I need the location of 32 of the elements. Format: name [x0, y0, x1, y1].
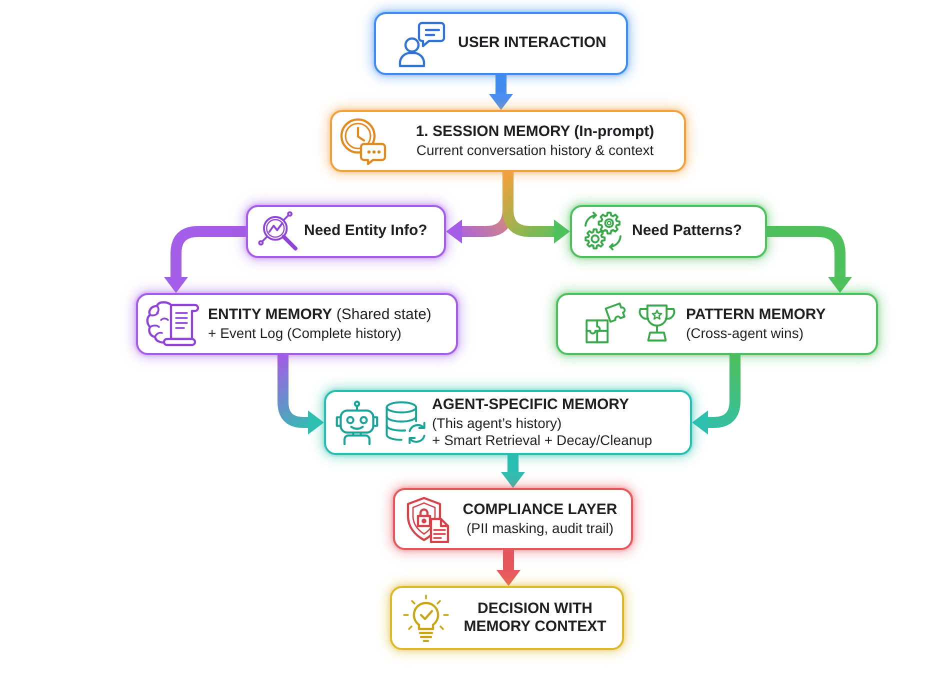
box-title: AGENT-SPECIFIC MEMORY	[432, 396, 630, 415]
arrow	[692, 355, 740, 434]
box-text: + Smart Retrieval + Decay/Cleanup	[432, 432, 654, 449]
process-box	[330, 110, 686, 172]
process-box	[324, 390, 692, 455]
box-title: DECISION WITH MEMORY CONTEXT	[462, 600, 608, 636]
arrow	[502, 172, 570, 244]
arrow	[501, 455, 525, 488]
box-title: Need Entity Info?	[304, 222, 428, 241]
box-title: ENTITY MEMORY (Shared state)	[208, 306, 432, 325]
process-box	[390, 586, 624, 650]
arrow	[489, 75, 513, 110]
process-box	[136, 293, 458, 355]
arrow	[496, 550, 520, 586]
box-title: 1. SESSION MEMORY (In-prompt)	[414, 123, 656, 142]
arrow	[164, 226, 246, 293]
decision-box	[570, 205, 767, 258]
process-box	[374, 12, 628, 75]
process-box	[556, 293, 878, 355]
box-text: (This agent’s history)	[432, 414, 563, 432]
box-text: Current conversation history & context	[415, 142, 655, 159]
arrow	[767, 226, 852, 293]
box-text: (PII masking, audit trail)	[465, 520, 615, 537]
box-text: + Event Log (Complete history)	[208, 324, 402, 342]
box-title: USER INTERACTION	[458, 34, 608, 53]
box-title: COMPLIANCE LAYER	[462, 501, 618, 520]
box-title: Need Patterns?	[632, 222, 744, 241]
decision-box	[246, 205, 446, 258]
process-box	[393, 488, 633, 550]
box-title: PATTERN MEMORY	[686, 306, 827, 325]
box-text: (Cross-agent wins)	[686, 324, 804, 342]
arrow	[278, 355, 324, 434]
